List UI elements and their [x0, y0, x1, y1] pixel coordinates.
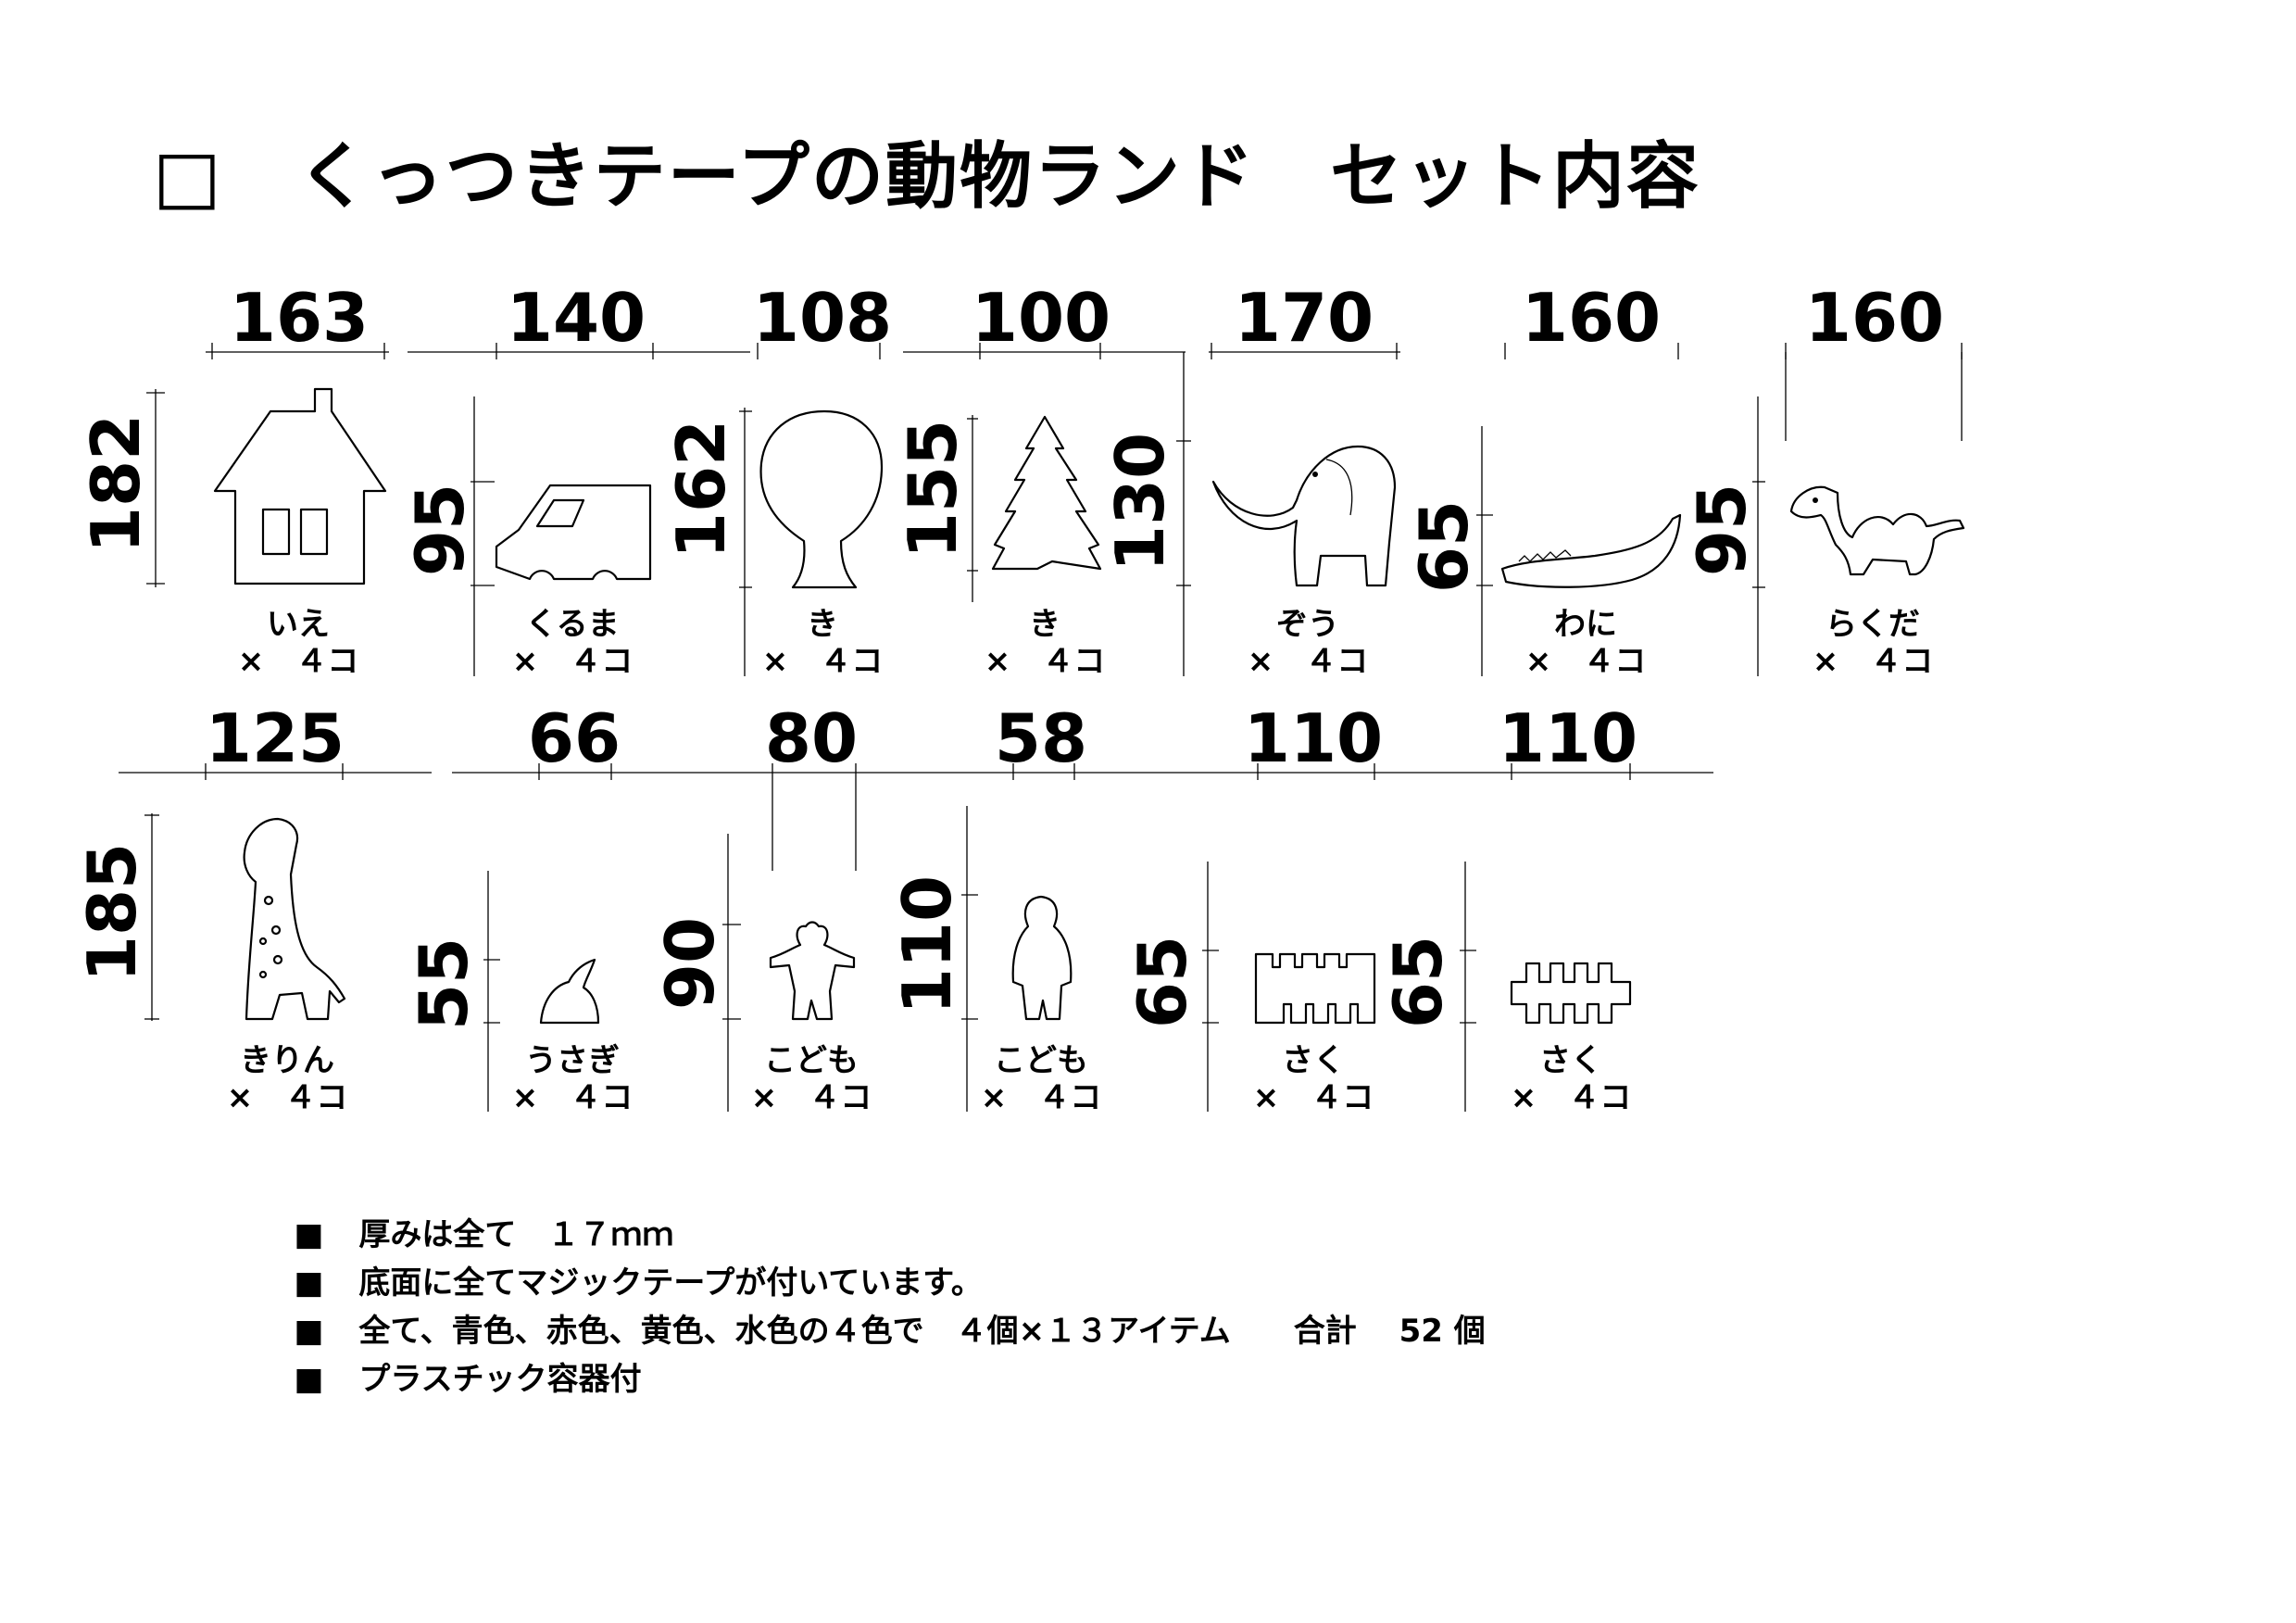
item-qty: × ４コ — [751, 1079, 872, 1116]
item-qty: × ４コ — [227, 1079, 348, 1116]
item-name: くるま — [525, 606, 619, 643]
item-elephant: 170 ぞう × ４コ — [1209, 279, 1400, 680]
width-dimension: 125 — [206, 699, 345, 777]
tree-icon — [759, 409, 884, 589]
item-qty: × ４コ — [1525, 643, 1647, 680]
height-dimension: 185 — [73, 843, 151, 982]
item-qty: × ４コ — [981, 1079, 1102, 1116]
item-crocodile: 160 65 わに × ４コ — [1405, 279, 1682, 680]
note-item: ■ プラスチック容器付 — [250, 1307, 1486, 1398]
width-dimension: 170 — [1235, 279, 1374, 357]
fence-icon — [1510, 962, 1632, 1025]
height-dimension: 182 — [77, 414, 155, 553]
height-dimension: 55 — [405, 937, 483, 1030]
bullet-square-icon: ■ — [294, 1264, 324, 1302]
item-fence-2: 110 65 さく × ４コ — [1379, 699, 1637, 1116]
item-name: さく — [1539, 1042, 1602, 1079]
item-camel: 160 95 らくだ × ４コ — [1683, 279, 1965, 680]
item-qty: × ４コ — [512, 1079, 634, 1116]
item-name: き — [807, 606, 838, 643]
note-item: ■ 底面に全てマジックテープが付いています。 — [250, 1211, 1486, 1302]
height-dimension: 65 — [1123, 936, 1201, 1028]
item-qty: × ４コ — [1813, 643, 1934, 680]
note-text: 厚みは全て １７ｍｍ — [358, 1216, 674, 1253]
height-dimension: 95 — [401, 484, 479, 576]
width-dimension: 58 — [995, 699, 1087, 777]
item-qty: × ４コ — [238, 643, 359, 680]
width-dimension: 66 — [528, 699, 621, 777]
child-icon — [1011, 895, 1073, 1021]
item-qty: × ４コ — [1253, 1079, 1374, 1116]
rabbit-icon — [539, 958, 600, 1025]
item-pine-tree: 100 155 130 き × ４コ — [894, 279, 1191, 680]
fence-icon — [1254, 952, 1376, 1025]
width-dimension: 163 — [230, 279, 369, 357]
item-fence-1: 110 65 さく × ４コ — [1123, 699, 1713, 1116]
item-child-2: 58 110 こども × ４コ — [888, 699, 1101, 1116]
width-dimension: 160 — [1805, 279, 1944, 357]
note-item: ■ 厚みは全て １７ｍｍ — [250, 1163, 1486, 1253]
page-title: □ くっつきテープの動物ランド セット内容 — [153, 135, 1701, 219]
car-icon — [495, 484, 652, 581]
giraffe-icon — [243, 817, 346, 1021]
item-qty: × ４コ — [1248, 643, 1369, 680]
child-icon — [769, 921, 856, 1021]
note-text: 底面に全てマジックテープが付いています。 — [358, 1264, 983, 1302]
note-text: プラスチック容器付 — [358, 1361, 642, 1398]
item-name: こども — [764, 1042, 859, 1079]
item-car: 140 95 くるま × ４コ — [401, 279, 750, 680]
item-name: ぞう — [1276, 606, 1339, 643]
notes-list: ■ 厚みは全て １７ｍｍ ■ 底面に全てマジックテープが付いています。 ■ 全て、青色… — [250, 1163, 1486, 1398]
item-name: こども — [994, 1042, 1088, 1079]
camel-icon — [1789, 485, 1965, 576]
width-dimension: 140 — [507, 279, 646, 357]
height-dimension: 155 — [894, 420, 972, 559]
item-rabbit: 66 55 うさぎ × ４コ — [405, 699, 1167, 1116]
item-name: わに — [1554, 606, 1617, 643]
elephant-icon — [1211, 445, 1397, 587]
width-dimension: 110 — [1499, 699, 1637, 777]
bullet-square-icon: ■ — [294, 1313, 324, 1350]
house-icon — [213, 387, 387, 585]
item-qty: × ４コ — [762, 643, 884, 680]
item-qty: × ４コ — [512, 643, 634, 680]
height-dimension: 130 — [1101, 433, 1179, 572]
bullet-square-icon: ■ — [294, 1216, 324, 1253]
width-dimension: 110 — [1244, 699, 1383, 777]
item-house: 163 182 いえ × ４コ — [77, 279, 389, 680]
bullet-square-icon: ■ — [294, 1361, 324, 1398]
item-qty: × ４コ — [985, 643, 1106, 680]
crocodile-icon — [1500, 513, 1682, 588]
height-dimension: 95 — [1683, 484, 1761, 576]
item-name: きりん — [240, 1042, 334, 1079]
note-text: 全て、青色、赤色、黄色、水色の４色で ４個×１３アイテム 合計 52 個 — [358, 1313, 1486, 1350]
width-dimension: 80 — [765, 699, 858, 777]
height-dimension: 162 — [662, 420, 740, 559]
item-name: き — [1029, 606, 1060, 643]
pine-tree-icon — [991, 415, 1102, 571]
width-dimension: 108 — [753, 279, 892, 357]
height-dimension: 90 — [651, 917, 729, 1010]
item-child-1: 80 90 こども × ４コ — [651, 699, 872, 1116]
height-dimension: 65 — [1405, 500, 1483, 593]
note-item: ■ 全て、青色、赤色、黄色、水色の４色で ４個×１３アイテム 合計 52 個 — [250, 1259, 1485, 1350]
item-name: らくだ — [1826, 606, 1920, 643]
item-name: いえ — [267, 606, 330, 643]
width-dimension: 160 — [1522, 279, 1661, 357]
item-name: うさぎ — [525, 1042, 620, 1079]
item-qty: × ４コ — [1511, 1079, 1632, 1116]
height-dimension: 65 — [1379, 936, 1457, 1028]
width-dimension: 100 — [972, 279, 1110, 357]
item-name: さく — [1282, 1042, 1345, 1079]
item-giraffe: 125 185 きりん × ４コ — [73, 699, 432, 1116]
height-dimension: 110 — [888, 875, 966, 1014]
item-round-tree: 108 162 き × ４コ — [662, 279, 892, 680]
